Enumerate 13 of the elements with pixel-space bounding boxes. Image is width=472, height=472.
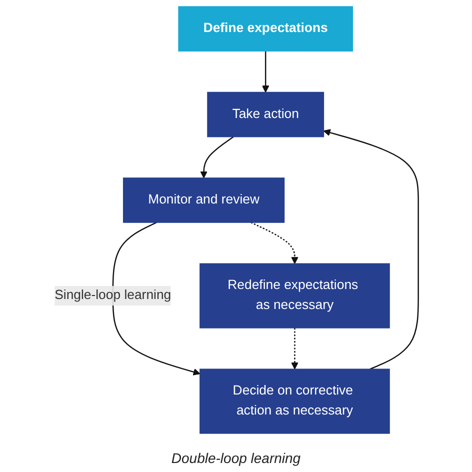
node-box: Take action [206,92,324,138]
edge-label: Single-loop learning [54,288,171,302]
loop-label: Double-loop learning [170,450,302,466]
arrow [112,222,200,376]
node-box: Define expectations [178,6,353,52]
node-box: Decide on corrective action as necessary [199,368,390,434]
arrow [322,129,418,370]
arrow [200,136,234,178]
node-box: Monitor and review [122,178,284,223]
node-box: Redefine expectations as necessary [199,263,390,328]
arrow [262,51,269,93]
arrow [290,328,298,370]
arrow [250,222,298,264]
